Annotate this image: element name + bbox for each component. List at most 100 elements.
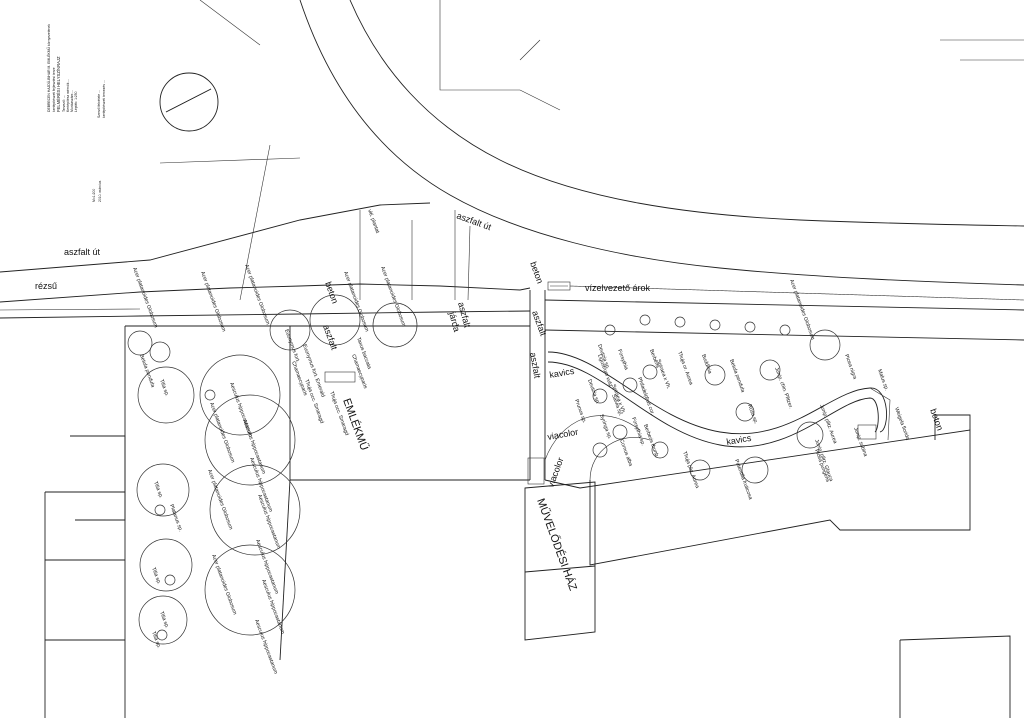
label-road-left: aszfalt út xyxy=(64,247,101,257)
label-aszfalt-3: aszfalt xyxy=(530,309,548,337)
label-beton-3: beton xyxy=(928,407,945,432)
plant-label-unnamed-1: viti. plantat xyxy=(366,209,380,235)
title-line-6: Munkaszám ... xyxy=(70,90,74,112)
tree-canopy xyxy=(137,366,195,424)
plant-label-picea-2: Picea nigra xyxy=(843,354,858,381)
plant-label-aesculus-7: Aesculus hippocastanum xyxy=(253,619,278,675)
tree-canopies xyxy=(127,294,841,645)
plant-label-tilia-2: Tilia sp. xyxy=(152,481,164,500)
ditch xyxy=(547,281,1024,301)
plant-label-tilia-4: Tilia sp. xyxy=(158,611,170,630)
north-arrow xyxy=(159,72,219,132)
tree-canopy xyxy=(809,329,841,361)
plant-label-deutzia-2: Deutzia sp. xyxy=(586,379,601,405)
tree-canopy xyxy=(744,321,756,333)
tree-canopy xyxy=(372,302,418,348)
tree-canopy xyxy=(639,314,651,326)
plant-label-tilia-5: Tilia sp. xyxy=(150,631,162,650)
date-line-2: 2010. március xyxy=(98,180,102,202)
tree-canopy xyxy=(204,544,296,636)
tree-canopy xyxy=(709,319,721,331)
plant-label-acer-6: Acer platanoides Globosum xyxy=(208,402,235,464)
tree-canopy xyxy=(204,394,296,486)
title-line-1: DEBRECEN HAJDÚ-BIHAR M. EMLÉKMŰ környeze… xyxy=(46,24,51,112)
plant-label-forsythia-2: Forsythia sp. xyxy=(630,417,646,447)
label-culvert: rézsű xyxy=(35,281,57,291)
tree-canopy xyxy=(779,324,791,336)
plant-label-philadelphus: Philadelphus cor. xyxy=(636,377,655,416)
label-kavics-2: kavics xyxy=(726,433,753,447)
plant-label-acer-9: Acer platanoides Globosum xyxy=(788,279,815,341)
label-viacolor-1: viacolor xyxy=(547,427,579,442)
label-beton-2: beton xyxy=(528,260,545,285)
culture-house-building xyxy=(524,481,596,641)
tree-canopy xyxy=(154,504,166,516)
tree-canopy xyxy=(209,464,301,556)
plant-label-malus: Malus sp. xyxy=(876,369,889,392)
label-culture-house: MŰVELŐDÉSI HÁZ xyxy=(534,496,580,592)
plot-outlines xyxy=(124,290,1024,718)
tree-canopy xyxy=(156,629,168,641)
tree-canopy xyxy=(604,324,616,336)
plant-label-acer-1: Acer platanoides Globosum xyxy=(131,267,158,329)
tree-canopy xyxy=(651,441,669,459)
tree-canopy xyxy=(622,377,638,393)
plant-label-syringa: Syringa sp. xyxy=(598,414,613,440)
title-line-5: Kertépítész mérnök ... xyxy=(66,79,70,112)
label-aszfalt-1: aszfalt xyxy=(321,323,339,351)
plant-label-platanus: Platanus sp. xyxy=(168,504,183,533)
plant-label-thuja-3: Thuja or. Aurea xyxy=(676,351,694,386)
tree-canopy xyxy=(796,421,824,449)
tree-canopy xyxy=(689,459,711,481)
tree-canopy xyxy=(704,364,726,386)
date-line-1: M=1:200 xyxy=(92,189,96,202)
plant-label-forsythia-1: Forsythia xyxy=(616,349,629,371)
tree-canopy xyxy=(592,442,608,458)
tree-canopy xyxy=(199,354,281,436)
plant-label-cornus: Cornus alba xyxy=(618,439,633,467)
tree-canopy xyxy=(612,424,628,440)
tree-canopy xyxy=(592,388,608,404)
tree-canopy xyxy=(674,316,686,328)
plant-label-juniperus-2: Junip. pfitz. Aurea xyxy=(818,404,838,445)
plant-label-acer-3: Acer platanoides Globosum xyxy=(243,264,270,326)
tree-canopy xyxy=(149,341,171,363)
plant-label-acer-2: Acer platanoides Globosum xyxy=(199,271,226,333)
label-aszfalt-4: aszfalt xyxy=(528,352,542,380)
tree-canopy xyxy=(735,402,755,422)
note-line-1: Szerző felvétele ... xyxy=(97,90,101,118)
plant-label-acer-7: Acer platanoides Globosum xyxy=(206,469,233,531)
gravel-paths xyxy=(544,351,891,481)
label-beton-1: beton xyxy=(323,280,340,305)
plant-label-acer-5: Acer platanoides Globosum xyxy=(379,266,406,328)
label-ditch: vízelvezető árok xyxy=(585,283,651,293)
tree-canopy xyxy=(759,359,781,381)
plant-label-rosa: Rosa sp. xyxy=(746,404,759,425)
neighbor-buildings xyxy=(44,435,1011,718)
tree-canopy xyxy=(642,364,658,380)
title-line-2: kertépítészeti fejlesztési terve xyxy=(52,67,56,112)
tree-canopy xyxy=(127,330,153,356)
tree-canopy xyxy=(204,389,216,401)
plant-label-betula-2: Betula pendula xyxy=(728,359,746,394)
plant-label-tilia-1: Tilia sp. xyxy=(158,379,170,398)
road-lines xyxy=(0,0,1024,319)
note-line-2: kertépítészeti tervezés ... xyxy=(102,80,106,118)
title-line-4: Tervező: ... xyxy=(62,95,66,112)
plant-label-thuja-4: Thuja plic. Aurea xyxy=(681,451,700,489)
plant-label-juniperus-1: Junip. chin. Pfitzer. xyxy=(773,367,794,410)
tree-canopy xyxy=(309,294,361,346)
plant-label-juniperus-4: Junip. sabina xyxy=(852,427,868,458)
title-block-date: M=1:200 2010. március xyxy=(92,180,102,202)
label-kavics-1: kavics xyxy=(549,366,576,380)
tree-canopy xyxy=(138,595,188,645)
plant-label-euonymus-1: Euonymus fort. xyxy=(283,329,301,364)
plant-label-buddleia: Buddleia xyxy=(700,354,713,375)
plant-label-tilia-3: Tilia sp. xyxy=(150,567,162,586)
tree-canopy xyxy=(164,574,176,586)
title-block-notes: Szerző felvétele ... kertépítészeti terv… xyxy=(97,80,106,118)
plant-label-acer-8: Acer platanoides Globosum xyxy=(210,554,237,616)
tree-canopy xyxy=(139,538,193,592)
